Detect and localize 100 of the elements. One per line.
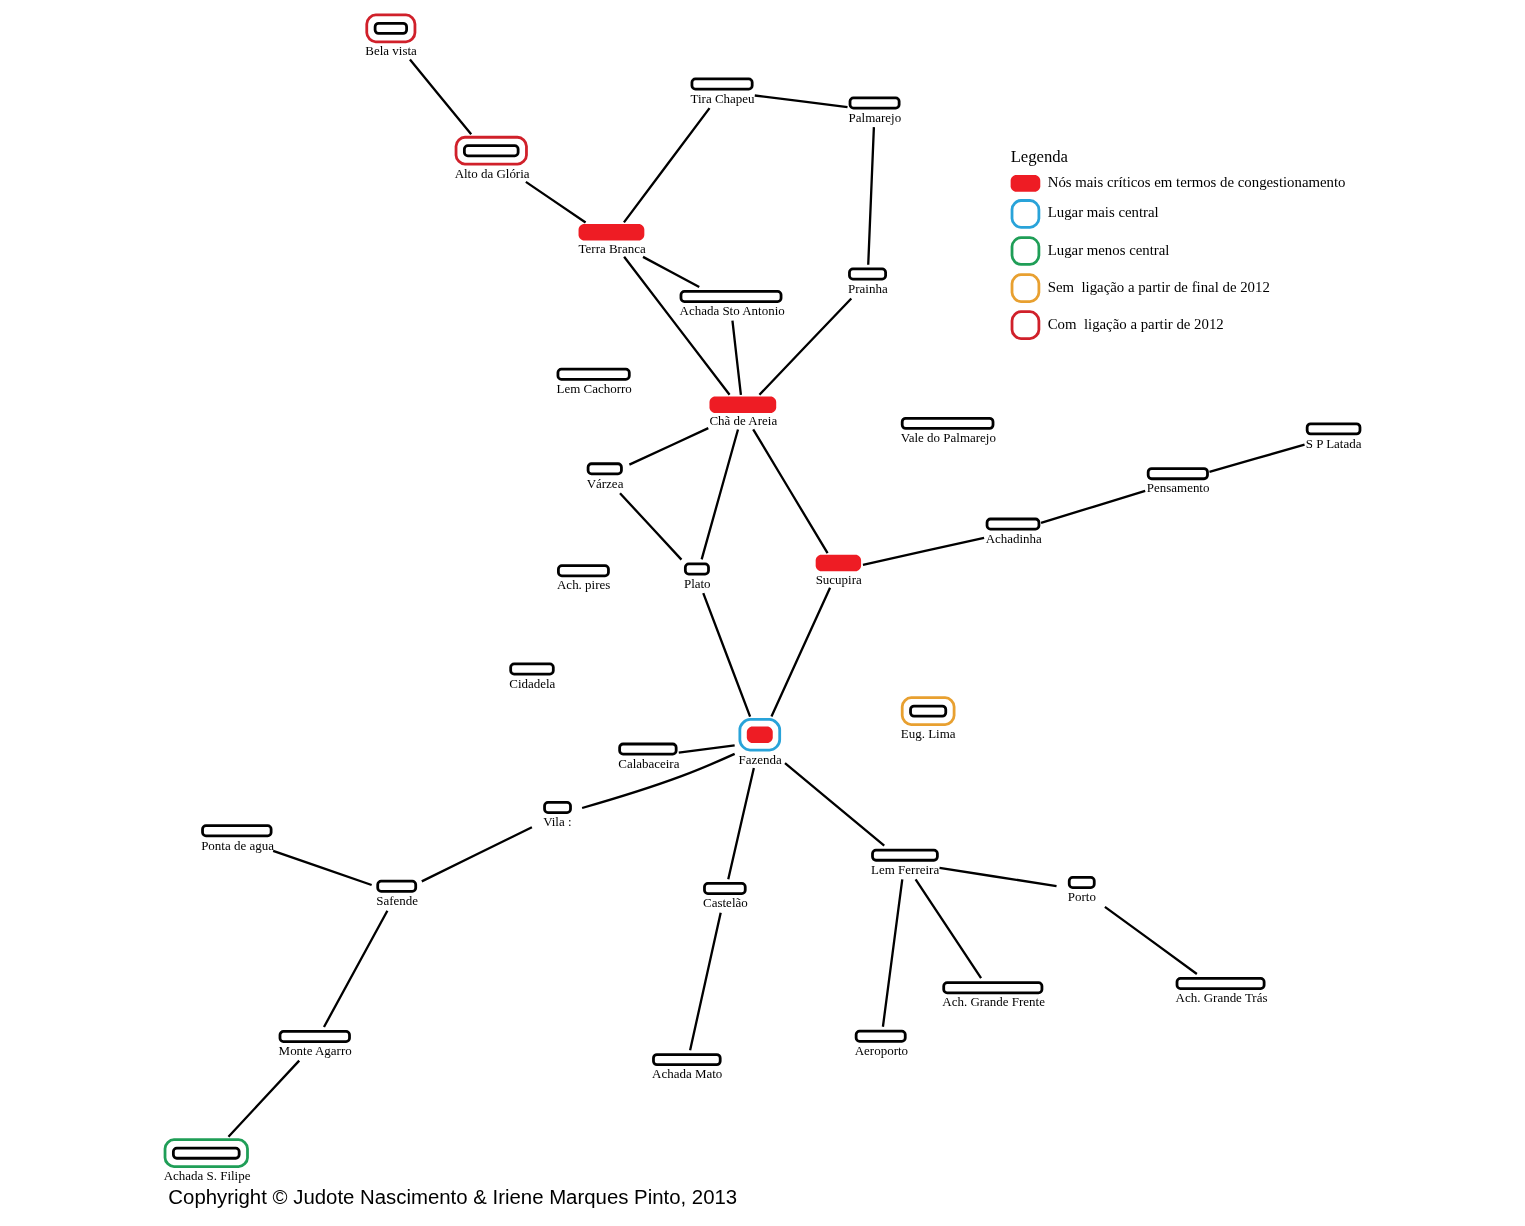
connector bbox=[700, 429, 740, 560]
node-label: Alto da Glória bbox=[454, 165, 530, 181]
connector bbox=[770, 587, 832, 717]
node-box bbox=[652, 1053, 722, 1067]
node-box bbox=[556, 367, 631, 381]
node-box bbox=[1146, 467, 1209, 481]
node-label: Pensamento bbox=[1146, 480, 1210, 496]
connector bbox=[939, 866, 1057, 888]
node-box bbox=[942, 981, 1044, 995]
node-box bbox=[848, 267, 887, 281]
connector bbox=[731, 320, 743, 396]
connector bbox=[702, 592, 752, 718]
node-box bbox=[1175, 977, 1266, 990]
node-label: Achada Mato bbox=[652, 1066, 723, 1082]
node-label: Terra Branca bbox=[578, 240, 646, 256]
legend-label: Lugar mais central bbox=[1047, 204, 1159, 221]
node-label: Prainha bbox=[848, 280, 888, 296]
connector bbox=[623, 107, 711, 224]
connector bbox=[1104, 905, 1198, 975]
node-box bbox=[543, 801, 572, 815]
connector bbox=[727, 767, 755, 880]
node-label: Achada Sto Antonio bbox=[679, 303, 785, 319]
connector bbox=[421, 826, 533, 883]
node-box bbox=[738, 718, 782, 752]
connector bbox=[619, 492, 683, 561]
node-label: Ach. pires bbox=[557, 577, 611, 593]
connector bbox=[322, 910, 389, 1028]
node-label: Várzea bbox=[586, 475, 624, 491]
connector bbox=[1209, 443, 1305, 473]
node-box bbox=[900, 416, 995, 430]
node-box bbox=[683, 562, 710, 576]
node-label: Fazenda bbox=[738, 751, 782, 767]
connector bbox=[862, 536, 985, 566]
connector bbox=[752, 428, 829, 554]
node-label: Safende bbox=[376, 892, 419, 908]
node-box bbox=[365, 13, 417, 44]
connector bbox=[688, 912, 722, 1051]
connector bbox=[628, 427, 709, 466]
node-box bbox=[900, 696, 956, 726]
node-box bbox=[1305, 422, 1362, 436]
node-box bbox=[454, 135, 528, 166]
node-box bbox=[703, 882, 747, 895]
connector bbox=[758, 297, 853, 396]
connector bbox=[623, 256, 731, 396]
legend-label: Lugar menos central bbox=[1047, 241, 1170, 258]
node-label: Bela vista bbox=[365, 43, 417, 59]
node-label: Lem Cachorro bbox=[556, 380, 632, 396]
node-label: Vila : bbox=[543, 814, 572, 830]
node-label: Monte Agarro bbox=[278, 1043, 352, 1059]
node-label: Calabaceira bbox=[618, 755, 680, 771]
connector bbox=[581, 752, 736, 810]
node-box bbox=[278, 1030, 351, 1043]
node-box bbox=[848, 96, 901, 110]
legend-label: Com ligação a partir de 2012 bbox=[1047, 315, 1224, 332]
node-label: Ach. Grande Trás bbox=[1175, 990, 1268, 1006]
node-label: Ponta de agua bbox=[201, 837, 274, 853]
node-label: Palmarejo bbox=[848, 109, 902, 125]
caption: Cophyright © Judote Nascimento & Iriene Marques Pinto, 2013 bbox=[168, 1186, 738, 1209]
node-label: Porto bbox=[1067, 889, 1096, 905]
node-box bbox=[985, 517, 1041, 531]
connector bbox=[1040, 489, 1146, 524]
connector bbox=[881, 879, 904, 1027]
legend-label: Sem ligação a partir de final de 2012 bbox=[1047, 278, 1270, 295]
node-label: Chã de Areia bbox=[709, 413, 778, 429]
node-label: Lem Ferreira bbox=[871, 861, 940, 877]
node-box bbox=[1067, 876, 1096, 889]
connector bbox=[272, 849, 373, 887]
node-box bbox=[557, 564, 610, 578]
node-label: Vale do Palmarejo bbox=[900, 430, 996, 446]
legend-label: Nós mais críticos em termos de congestionamento bbox=[1047, 173, 1346, 190]
connector bbox=[678, 744, 735, 754]
node-box bbox=[163, 1138, 249, 1168]
node-box bbox=[690, 77, 754, 91]
node-label: Sucupira bbox=[815, 571, 862, 587]
node-box bbox=[376, 879, 418, 893]
connector bbox=[227, 1059, 301, 1138]
node-label: Tira Chapeu bbox=[690, 90, 755, 106]
node-box bbox=[815, 554, 862, 572]
node-label: Plato bbox=[683, 575, 711, 591]
node-box bbox=[201, 824, 273, 838]
node-box bbox=[871, 848, 939, 862]
node-box bbox=[709, 396, 777, 414]
connector bbox=[914, 878, 982, 979]
connector bbox=[642, 255, 700, 289]
connector bbox=[525, 180, 587, 224]
node-label: Eug. Lima bbox=[900, 726, 956, 742]
node-box bbox=[578, 223, 645, 241]
node-box bbox=[509, 662, 555, 676]
node-box bbox=[854, 1029, 907, 1043]
node-box bbox=[679, 290, 783, 303]
node-box bbox=[618, 742, 678, 756]
label: Legenda bbox=[1010, 147, 1069, 167]
node-box bbox=[586, 462, 623, 476]
connector bbox=[867, 127, 876, 265]
node-label: Cidadela bbox=[509, 675, 556, 691]
node-label: Castelão bbox=[703, 895, 748, 911]
connector bbox=[784, 762, 885, 847]
connector bbox=[754, 94, 848, 109]
node-label: Achada S. Filipe bbox=[163, 1168, 251, 1184]
node-label: S P Latada bbox=[1305, 435, 1362, 451]
